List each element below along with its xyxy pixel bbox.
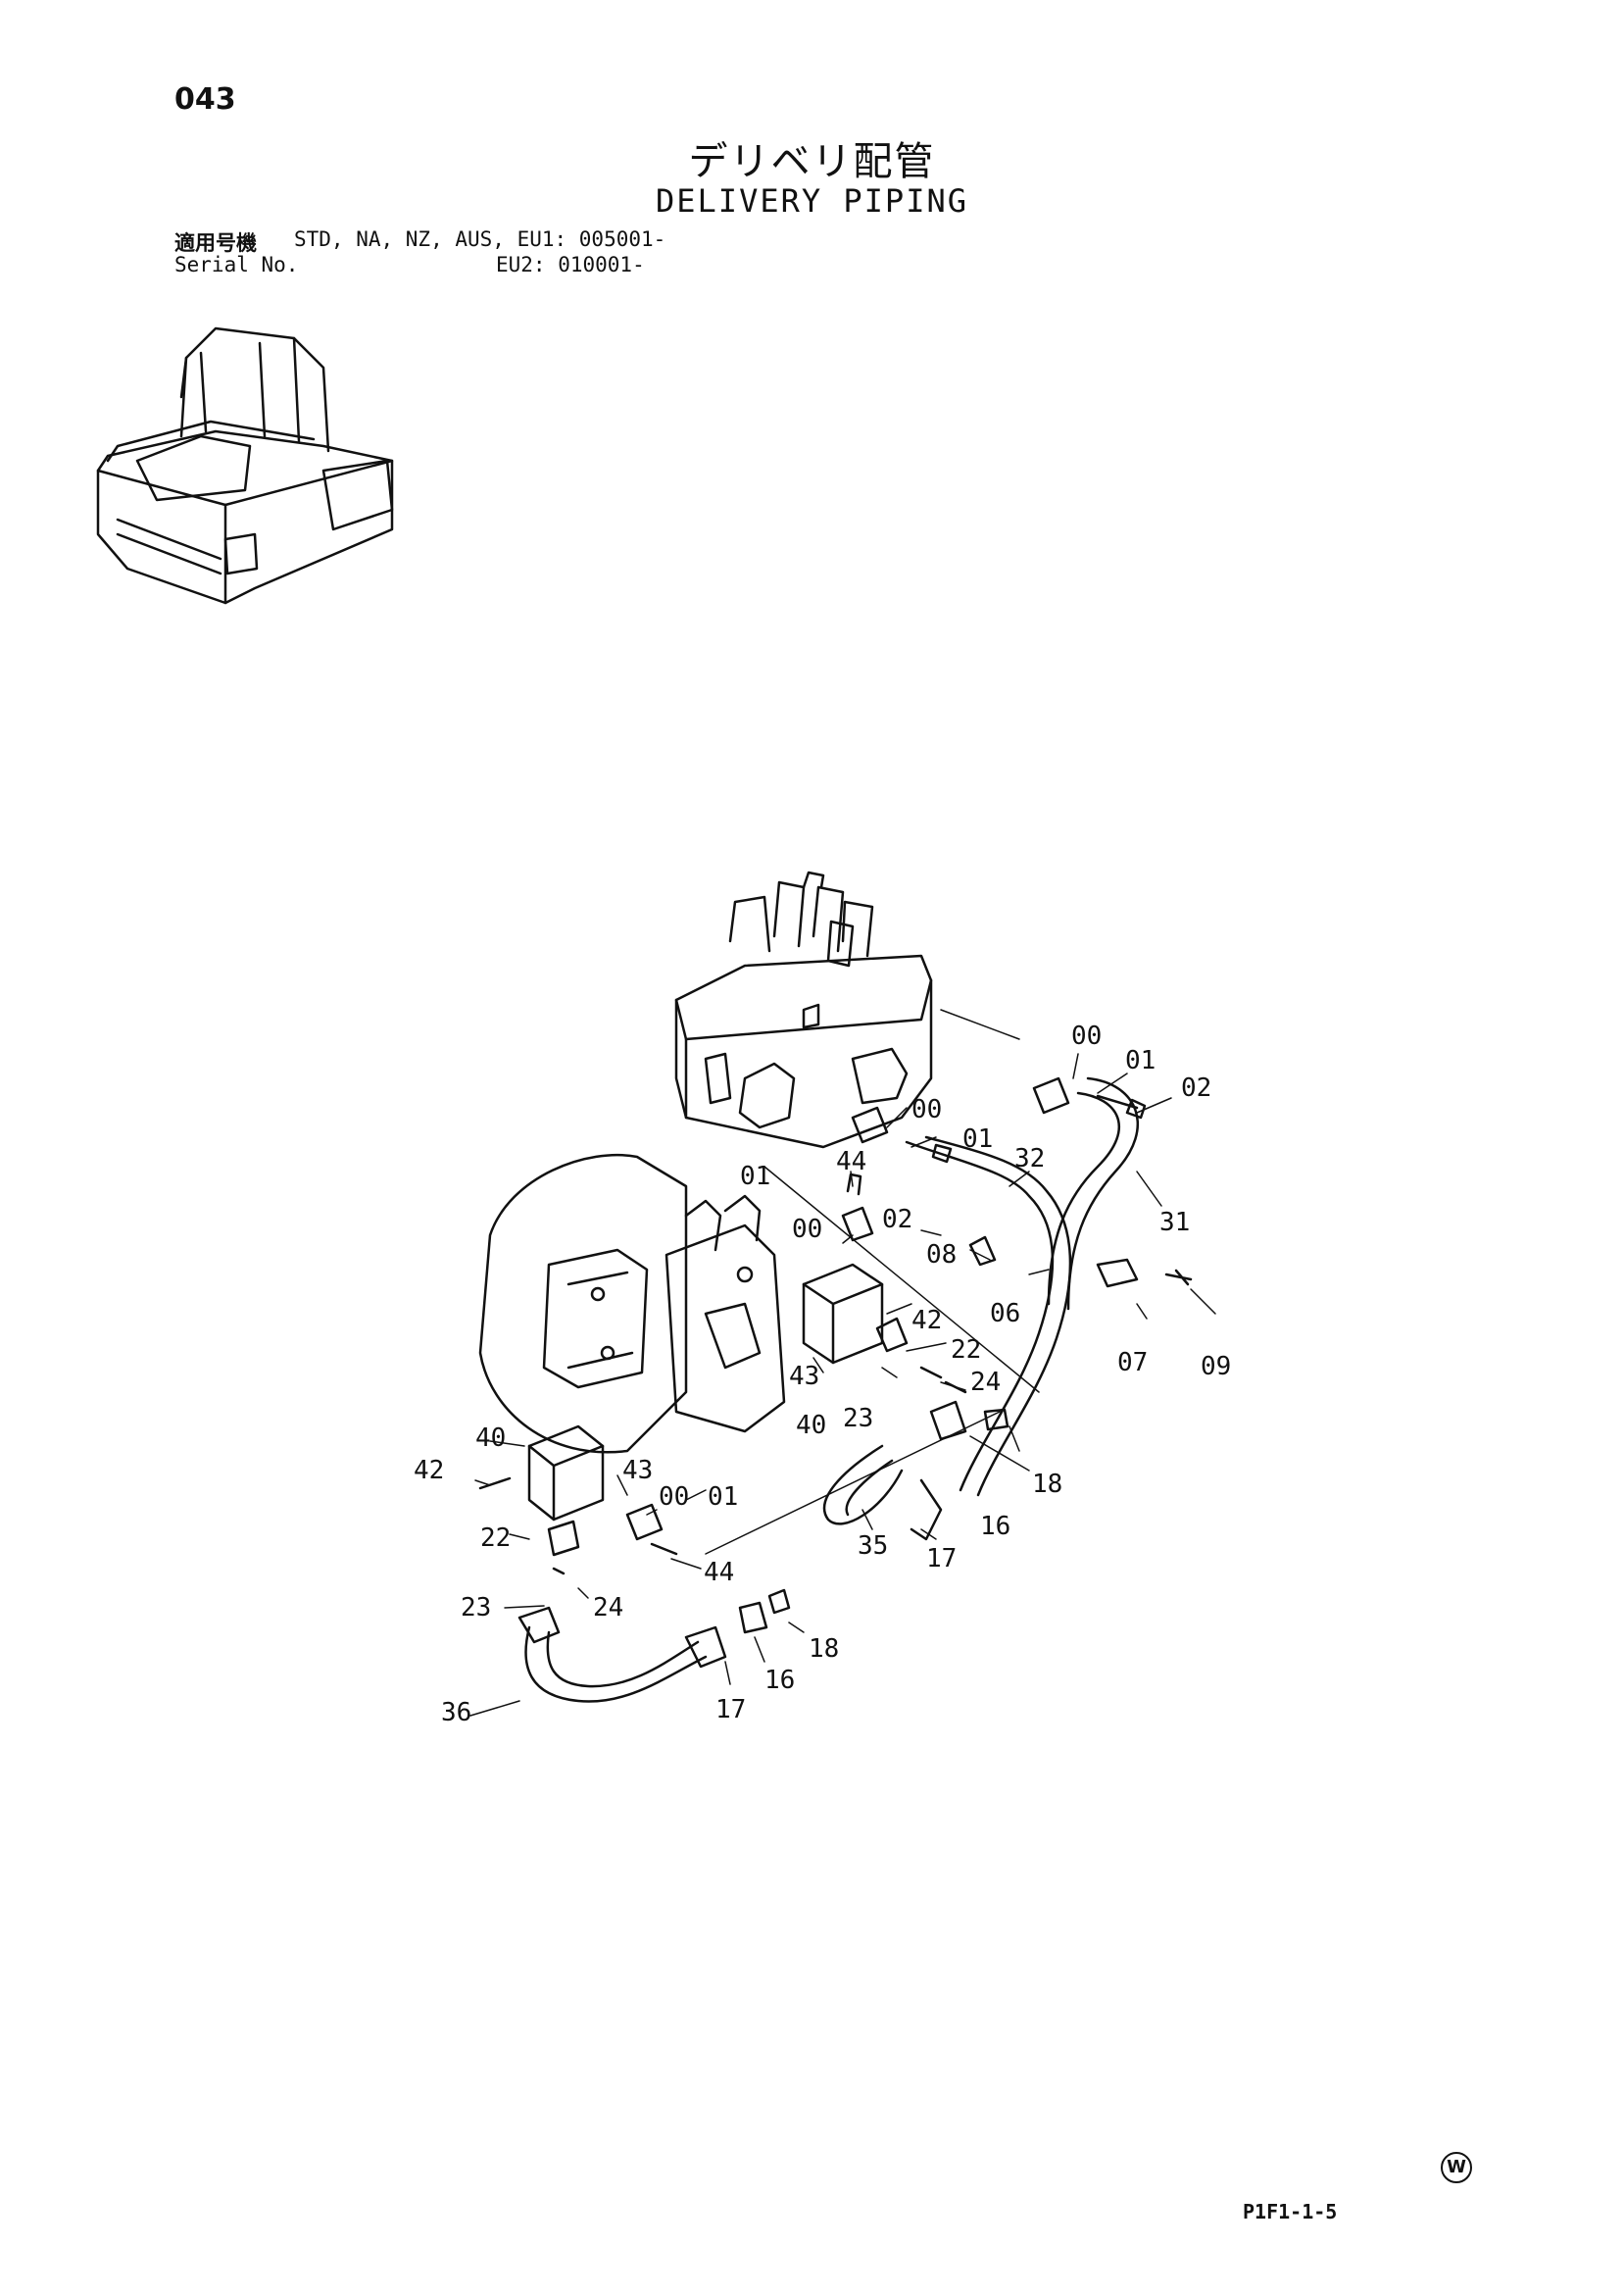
- part-callouts: 00 01 02 00 01 32 31 44 01 02 00 08 06 0…: [414, 1022, 1231, 1727]
- callout-00b: 00: [911, 1095, 942, 1124]
- callout-35: 35: [858, 1531, 888, 1561]
- excavator-thumbnail-icon: [96, 326, 394, 605]
- callout-16b: 16: [764, 1666, 795, 1695]
- callout-44a: 44: [836, 1147, 866, 1176]
- callout-42b: 42: [414, 1456, 444, 1485]
- title-japanese: デリベリ配管: [688, 139, 936, 184]
- callout-08: 08: [926, 1240, 957, 1270]
- main-pump-assembly: [478, 1153, 786, 1454]
- flange-block-40-lower: [527, 1424, 605, 1522]
- page-number: 043: [174, 82, 236, 117]
- callout-43b: 43: [622, 1456, 653, 1485]
- serial-label-jp: 適用号機: [174, 231, 257, 255]
- callout-23a: 23: [843, 1404, 873, 1433]
- callout-09: 09: [1201, 1352, 1231, 1381]
- control-valve-assembly: [674, 871, 933, 1149]
- callout-00c: 00: [792, 1215, 822, 1244]
- fittings: [478, 1076, 1193, 1634]
- hose-35: [822, 1444, 943, 1541]
- callout-18b: 18: [809, 1634, 839, 1664]
- callout-01c: 01: [740, 1162, 770, 1191]
- callout-07: 07: [1117, 1348, 1148, 1377]
- hose-31-32: [905, 1076, 1140, 1497]
- serial-line2: EU2: 010001-: [496, 253, 645, 276]
- serial-label-en: Serial No.: [174, 253, 299, 276]
- callout-22a: 22: [951, 1335, 981, 1365]
- callout-06: 06: [990, 1299, 1020, 1328]
- drawing-code: P1F1-1-5: [1243, 2200, 1338, 2223]
- callout-00a: 00: [1071, 1022, 1102, 1051]
- callout-02a: 02: [1181, 1073, 1211, 1103]
- title-english: DELIVERY PIPING: [656, 182, 968, 220]
- callout-01b: 01: [962, 1124, 993, 1154]
- serial-line1: STD, NA, NZ, AUS, EU1: 005001-: [294, 227, 666, 251]
- callout-18a: 18: [1032, 1470, 1062, 1499]
- callout-22b: 22: [480, 1523, 511, 1553]
- callout-24a: 24: [970, 1368, 1001, 1397]
- flange-block-40-upper: [802, 1263, 884, 1365]
- callout-17b: 17: [715, 1695, 746, 1724]
- callout-42a: 42: [911, 1306, 942, 1335]
- leader-lines: [469, 1009, 1216, 1717]
- callout-17a: 17: [926, 1544, 957, 1573]
- callout-44b: 44: [704, 1558, 734, 1587]
- callout-24b: 24: [593, 1593, 623, 1622]
- callout-31: 31: [1159, 1208, 1190, 1237]
- w-mark-icon: W: [1441, 2152, 1472, 2183]
- callout-00d: 00: [659, 1482, 689, 1512]
- callout-36: 36: [441, 1698, 471, 1727]
- callout-32: 32: [1014, 1144, 1045, 1173]
- callout-40b: 40: [475, 1423, 506, 1453]
- callout-23b: 23: [461, 1593, 491, 1622]
- callout-01d: 01: [708, 1482, 738, 1512]
- callout-02b: 02: [882, 1205, 912, 1234]
- callout-16a: 16: [980, 1512, 1010, 1541]
- callout-43a: 43: [789, 1362, 819, 1391]
- hose-36: [517, 1606, 727, 1703]
- callout-01a: 01: [1125, 1046, 1156, 1075]
- callout-40a: 40: [796, 1411, 826, 1440]
